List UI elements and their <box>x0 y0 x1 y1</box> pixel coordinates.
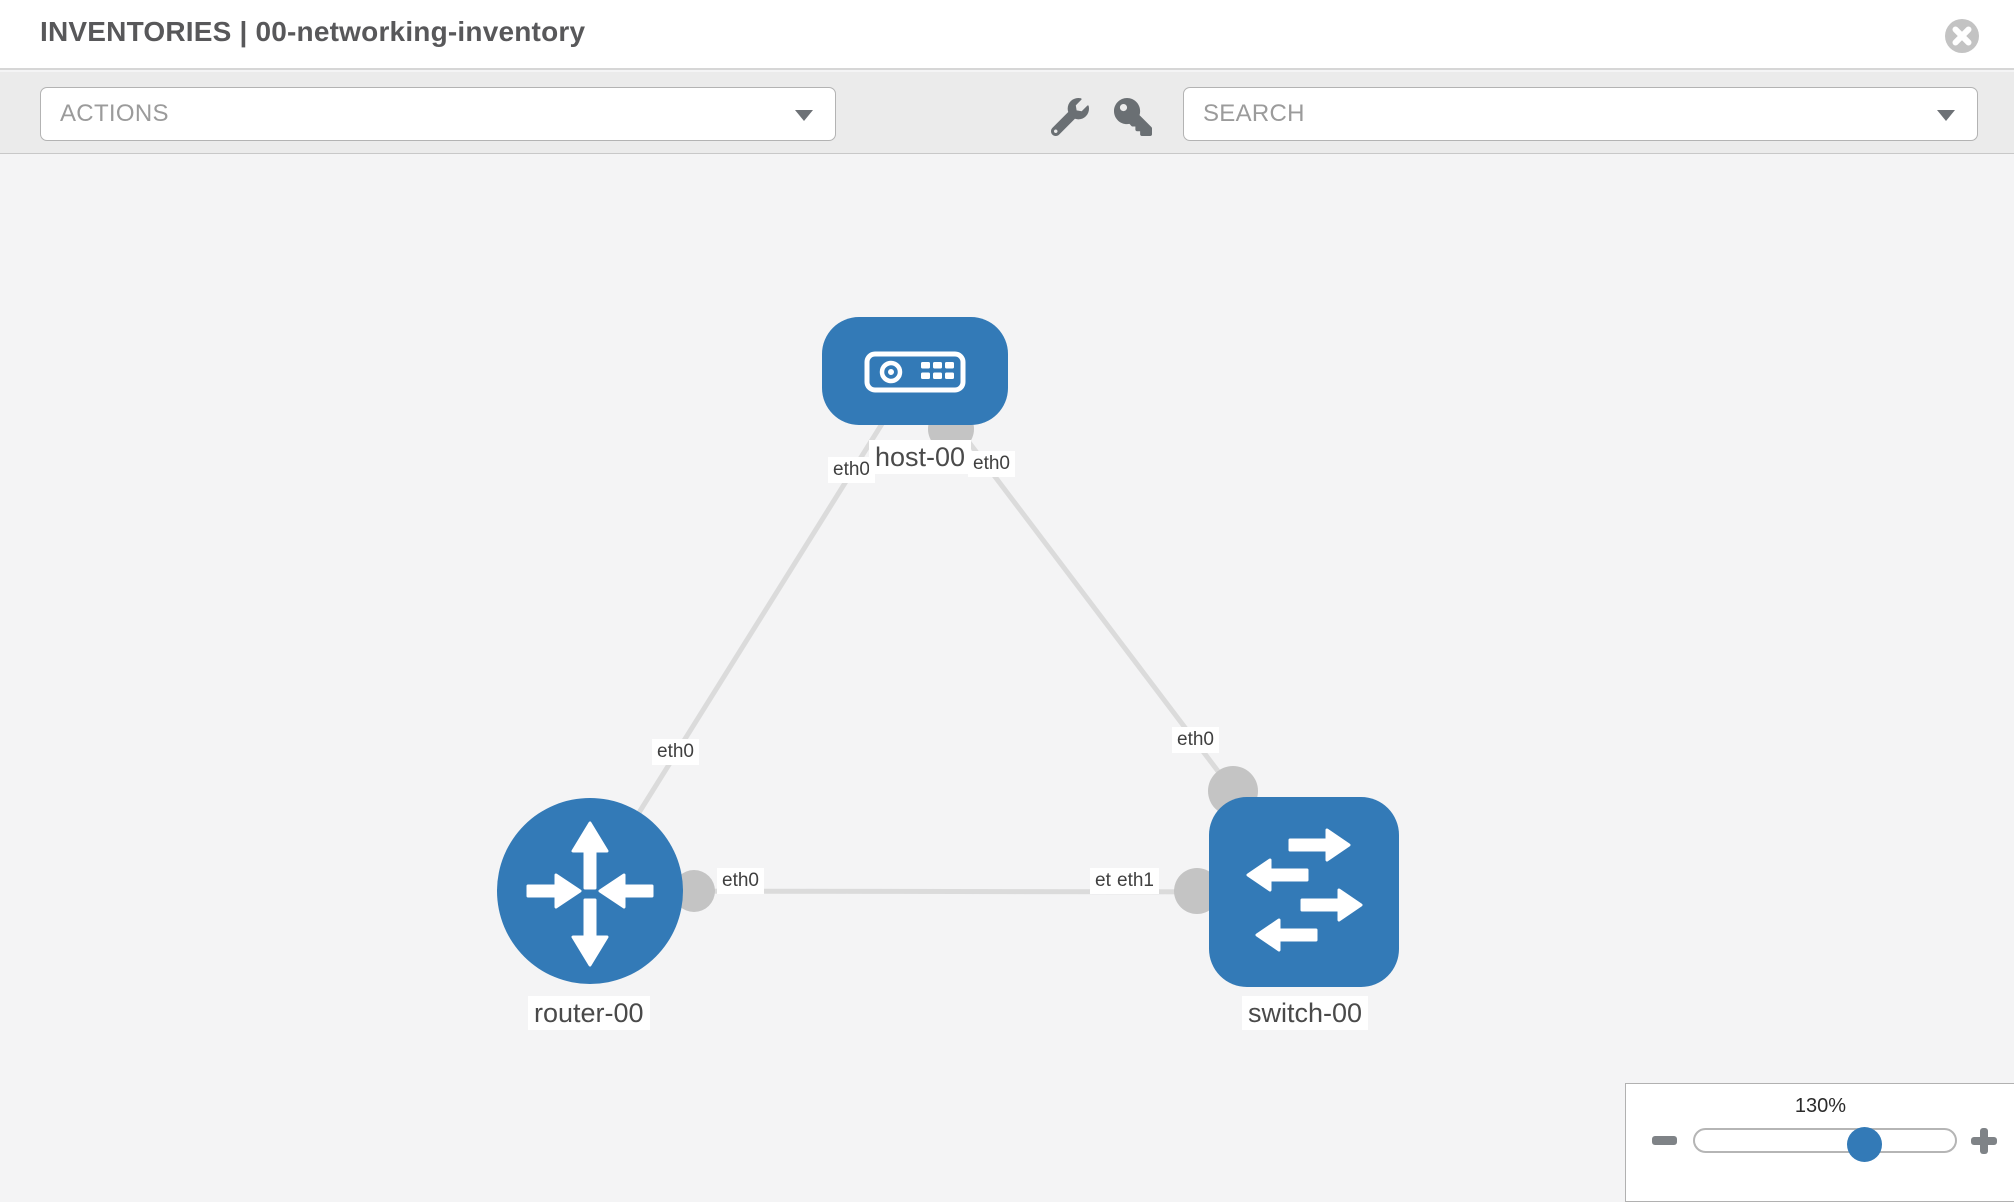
node-host-00[interactable] <box>822 317 1008 425</box>
router-icon <box>526 821 654 967</box>
node-label-switch: switch-00 <box>1242 996 1369 1030</box>
header: INVENTORIES | 00-networking-inventory <box>0 0 2014 70</box>
plus-icon <box>1980 1128 1988 1154</box>
zoom-out-button[interactable] <box>1652 1136 1677 1145</box>
wrench-icon <box>1050 97 1089 137</box>
search-dropdown[interactable]: SEARCH <box>1183 87 1978 141</box>
toolbar: ACTIONS SEARCH <box>0 72 2014 154</box>
node-router-00[interactable] <box>497 798 683 984</box>
interface-ports <box>673 406 1258 914</box>
interface-label: eth0 <box>828 457 875 483</box>
interface-label: eth0 <box>1172 727 1219 753</box>
interface-label: eth1 <box>1112 868 1159 894</box>
page-title: INVENTORIES | 00-networking-inventory <box>40 16 586 47</box>
zoom-percent-value: 130% <box>1794 1095 1847 1117</box>
actions-dropdown-label: ACTIONS <box>60 100 169 127</box>
node-label-host: host-00 <box>869 440 972 474</box>
zoom-slider-thumb[interactable] <box>1847 1127 1882 1162</box>
interface-label: eth0 <box>968 451 1015 477</box>
interface-label: eth0 <box>717 868 764 894</box>
key-tool-button[interactable] <box>1114 98 1152 136</box>
node-label-router: router-00 <box>528 996 650 1030</box>
zoom-in-button[interactable] <box>1971 1128 1997 1154</box>
node-switch-00[interactable] <box>1209 797 1399 987</box>
zoom-control-panel: 130% <box>1625 1083 2014 1202</box>
interface-label: eth0 <box>652 739 699 765</box>
key-icon <box>1114 98 1152 136</box>
switch-icon <box>1246 828 1363 952</box>
search-dropdown-label: SEARCH <box>1203 100 1305 127</box>
configure-tool-button[interactable] <box>1050 97 1089 137</box>
host-icon <box>864 351 966 393</box>
port-switch-eth1 <box>1174 868 1220 914</box>
zoom-slider-track[interactable] <box>1693 1128 1957 1153</box>
close-icon <box>1945 19 1979 53</box>
close-button[interactable] <box>1944 18 1980 54</box>
port-router-eth0 <box>673 870 715 912</box>
chevron-down-icon <box>795 110 813 121</box>
actions-dropdown[interactable]: ACTIONS <box>40 87 836 141</box>
chevron-down-icon <box>1937 110 1955 121</box>
